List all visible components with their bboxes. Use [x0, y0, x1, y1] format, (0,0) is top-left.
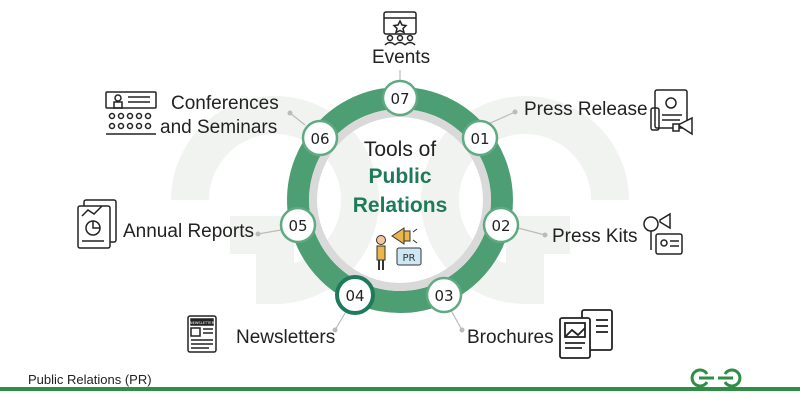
connector-06 [289, 112, 306, 126]
svg-text:04: 04 [345, 287, 364, 305]
svg-text:05: 05 [288, 217, 307, 235]
pr-speaker-icon: PR [376, 227, 422, 270]
newsletters-icon: NEWSLETTER [187, 315, 217, 353]
node-02: 02 [482, 206, 520, 244]
label-annual-reports: Annual Reports [123, 221, 254, 242]
label-conferences-line1: Conferences [171, 93, 279, 114]
label-newsletters: Newsletters [236, 327, 336, 348]
footer-caption: Public Relations (PR) [28, 372, 152, 387]
label-events: Events [372, 47, 431, 68]
events-icon [383, 11, 417, 46]
label-conferences-line2: and Seminars [160, 117, 278, 138]
center-title-line1: Tools of [363, 138, 437, 161]
conferences-icon [105, 91, 157, 135]
node-07: 07 [381, 79, 419, 117]
center-title-line2: Public [368, 165, 432, 188]
node-03: 03 [425, 276, 463, 314]
connector-05 [257, 229, 282, 235]
press-kits-icon [643, 212, 683, 255]
annual-reports-icon [77, 199, 117, 249]
pr-badge-text: PR [403, 253, 416, 264]
press-release-icon [650, 89, 693, 136]
connector-01 [485, 111, 516, 126]
node-05: 05 [279, 206, 317, 244]
svg-text:01: 01 [470, 130, 489, 148]
footer-bar [0, 387, 800, 391]
svg-text:07: 07 [390, 90, 409, 108]
label-press-release: Press Release [524, 99, 648, 120]
svg-text:02: 02 [491, 217, 510, 235]
center-title-line3: Relations [352, 194, 448, 217]
label-brochures: Brochures [467, 327, 554, 348]
footer-logo-icon [690, 368, 742, 388]
node-06: 06 [301, 119, 339, 157]
node-04: 04 [335, 275, 375, 315]
newsletter-masthead-text: NEWSLETTER [190, 321, 215, 325]
svg-text:06: 06 [310, 130, 329, 148]
label-press-kits: Press Kits [552, 226, 638, 247]
brochures-icon [559, 309, 613, 359]
connector-02 [517, 227, 546, 236]
svg-text:03: 03 [434, 287, 453, 305]
node-01: 01 [461, 119, 499, 157]
